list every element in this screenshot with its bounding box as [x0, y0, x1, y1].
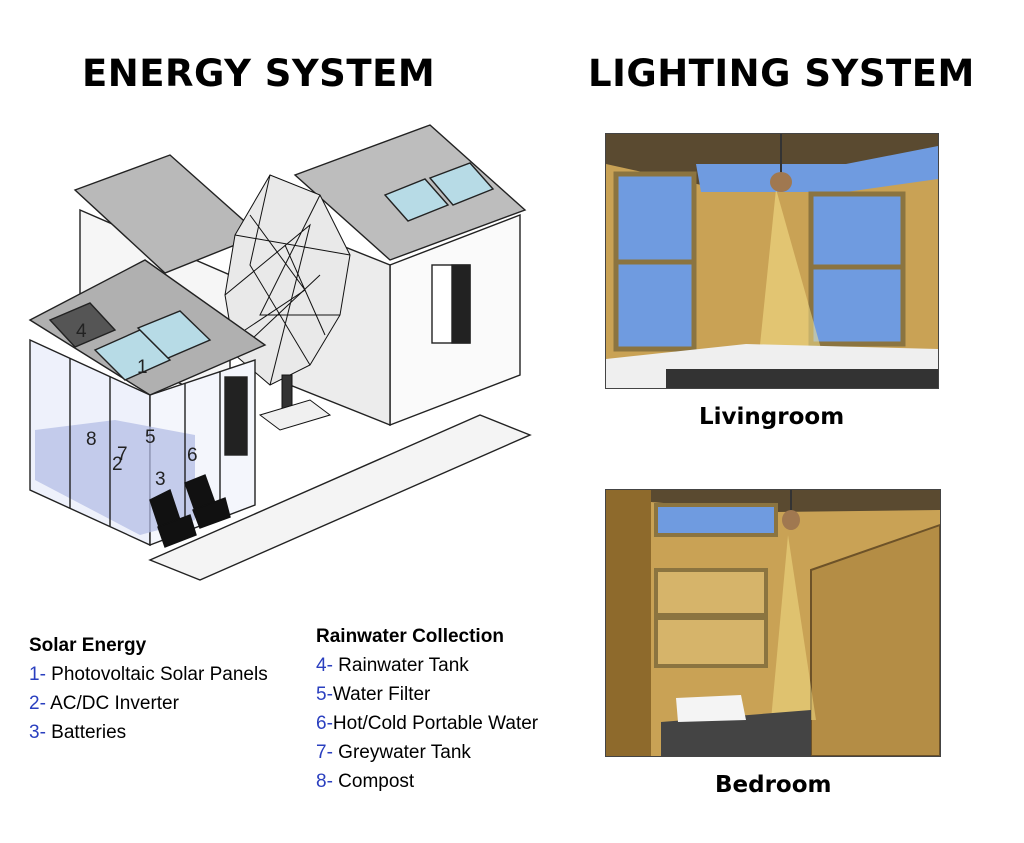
- rainwater-tank-top: [48, 302, 117, 348]
- right-solar-panel-b: [428, 162, 495, 206]
- house-label-4: 4: [76, 321, 87, 342]
- legend-item-label: Batteries: [45, 722, 127, 743]
- bedroom-caption: Bedroom: [715, 772, 832, 798]
- rainwater-collection-legend: Rainwater Collection 4- Rainwater Tank 5…: [316, 623, 538, 796]
- solar-energy-legend: Solar Energy 1- Photovoltaic Solar Panel…: [29, 632, 268, 747]
- sofa: [666, 369, 938, 388]
- house-label-3: 3: [155, 469, 166, 490]
- legend-item: 2- AC/DC Inverter: [29, 689, 268, 718]
- bedroom-render: [605, 489, 941, 757]
- pendant-lamp-icon: [770, 172, 792, 192]
- legend-item-number: 4-: [316, 655, 333, 676]
- clerestory-window: [654, 503, 778, 537]
- legend-item-number: 2-: [29, 693, 46, 714]
- livingroom-caption: Livingroom: [699, 404, 845, 430]
- rainwater-collection-heading: Rainwater Collection: [316, 626, 504, 647]
- house-label-6: 6: [187, 445, 198, 466]
- bed: [661, 710, 811, 756]
- solar-energy-heading: Solar Energy: [29, 635, 147, 656]
- right-module-shutter: [451, 264, 471, 344]
- house-illustration: 1 2 3 4 5 6 7 8: [28, 124, 532, 581]
- legend-item-label: Compost: [332, 771, 415, 792]
- tree: [224, 174, 351, 431]
- shelf-upper: [654, 568, 768, 617]
- left-wall: [606, 490, 651, 756]
- house-label-5: 5: [145, 427, 156, 448]
- legend-item-label: Hot/Cold Portable Water: [332, 713, 539, 734]
- legend-item-number: 3-: [29, 722, 46, 743]
- legend-item-number: 1-: [29, 664, 46, 685]
- house-label-8: 8: [86, 429, 97, 450]
- legend-item-label: Rainwater Tank: [332, 655, 469, 676]
- legend-item: 1- Photovoltaic Solar Panels: [29, 660, 268, 689]
- legend-item-number: 8-: [316, 771, 333, 792]
- light-cone: [771, 535, 816, 720]
- energy-system-title: ENERGY SYSTEM: [82, 52, 436, 95]
- legend-item-number: 7-: [316, 742, 333, 763]
- pillows: [676, 695, 746, 722]
- legend-item: 5-Water Filter: [316, 680, 538, 709]
- house-label-7: 7: [117, 444, 128, 465]
- shelf-lower: [654, 616, 768, 668]
- patio-chairs: [149, 474, 231, 548]
- legend-item: 7- Greywater Tank: [316, 738, 538, 767]
- house-label-2: 2: [112, 454, 123, 475]
- clerestory-window: [696, 146, 938, 192]
- legend-item: 6-Hot/Cold Portable Water: [316, 709, 538, 738]
- house-number-labels: 1 2 3 4 5 6 7 8: [76, 321, 198, 490]
- legend-item: 3- Batteries: [29, 718, 268, 747]
- pendant-lamp-icon: [782, 510, 800, 530]
- front-solar-panel-a: [93, 329, 172, 381]
- front-module-door: [224, 376, 248, 456]
- livingroom-render: [605, 133, 939, 389]
- right-solar-panel-a: [383, 178, 450, 222]
- house-label-1: 1: [137, 357, 148, 378]
- legend-item: 8- Compost: [316, 767, 538, 796]
- legend-item-label: Photovoltaic Solar Panels: [45, 664, 268, 685]
- deck: [148, 414, 532, 581]
- legend-item-number: 6-: [316, 713, 333, 734]
- legend-item-number: 5-: [316, 684, 333, 705]
- legend-item-label: Water Filter: [332, 684, 431, 705]
- front-solar-panel-b: [136, 310, 212, 359]
- light-cone: [756, 189, 831, 384]
- legend-item-label: Greywater Tank: [332, 742, 471, 763]
- legend-item-label: AC/DC Inverter: [45, 693, 179, 714]
- lighting-system-title: LIGHTING SYSTEM: [588, 52, 975, 95]
- legend-item: 4- Rainwater Tank: [316, 651, 538, 680]
